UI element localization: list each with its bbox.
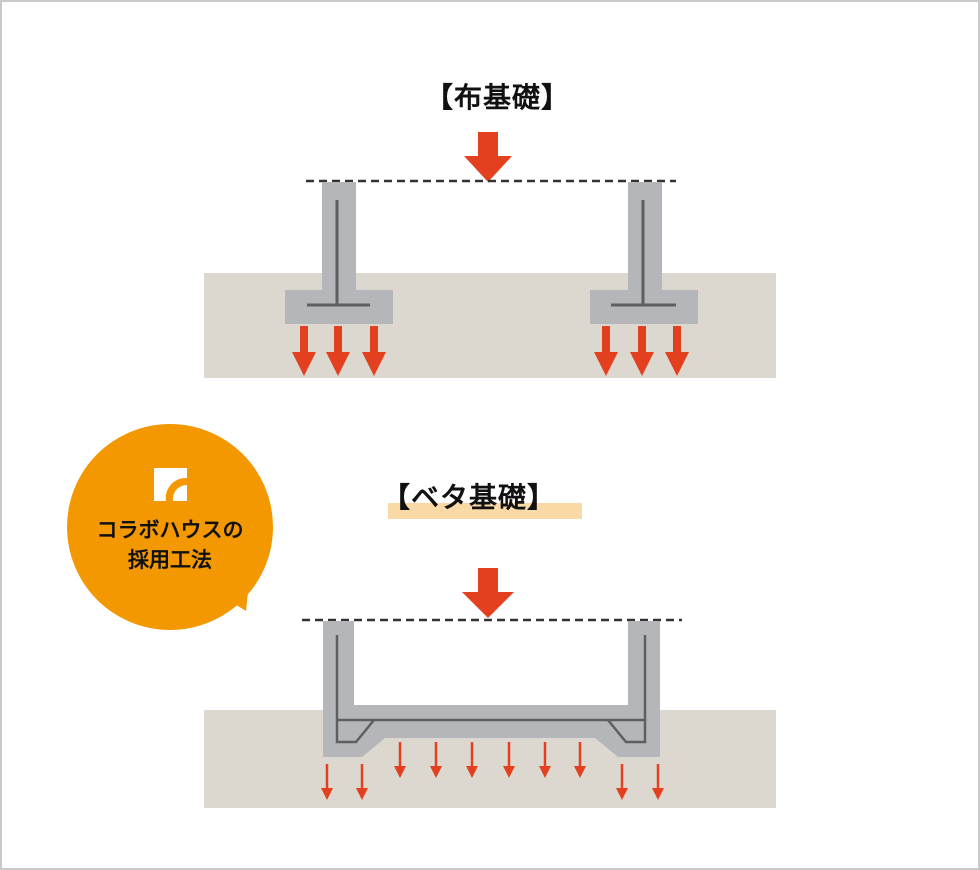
soil-layer [204,273,776,378]
soil-pressure-arrows [321,742,664,800]
mat-slab [323,621,660,757]
collabo-house-logo-icon [154,468,187,501]
adoption-badge-bubble [67,424,273,630]
adoption-badge-text: コラボハウスの 採用工法 [66,515,274,575]
left-strip-footing [285,182,393,324]
soil-pressure-arrows [292,326,689,376]
mat-foundation-title: 【ベタ基礎】 [382,481,557,514]
badge-line-2: 採用工法 [128,548,212,572]
mat-foundation-diagram [204,568,776,808]
right-strip-footing [590,182,698,324]
load-arrow-icon [462,568,514,618]
badge-line-1: コラボハウスの [96,518,244,542]
load-arrow-icon [464,132,512,182]
title-highlight-bar [388,503,582,519]
strip-foundation-diagram [204,132,776,378]
strip-foundation-title: 【布基礎】 [425,81,571,114]
